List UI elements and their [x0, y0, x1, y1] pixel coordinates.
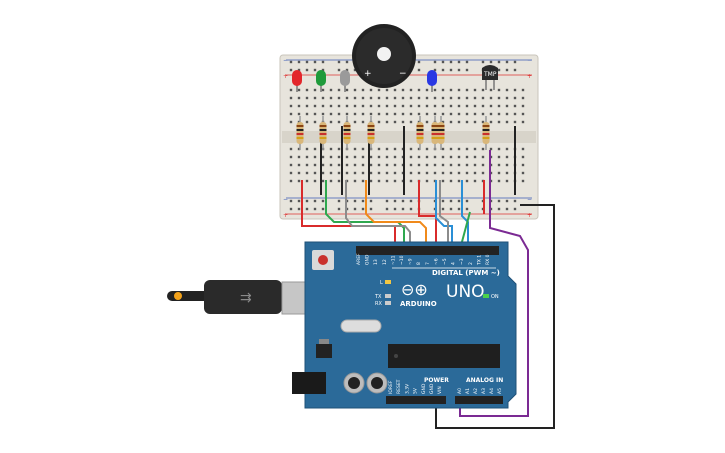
power-jack[interactable]	[292, 372, 326, 394]
usb-cable: ⇉	[167, 280, 323, 315]
analog-pin-label: A0	[457, 388, 463, 394]
arduino-model: UNO	[446, 282, 485, 302]
digital-pin-label: AREF	[356, 253, 362, 265]
l-label: L	[380, 280, 383, 286]
buzzer-plus-label: +	[364, 69, 372, 79]
power-pin-label: GND	[429, 383, 435, 394]
digital-pin-label: 8	[416, 262, 422, 265]
svg-text:+: +	[527, 73, 532, 80]
l-led	[385, 280, 391, 284]
power-header[interactable]	[386, 396, 446, 404]
digital-pin-label: ~11	[390, 255, 396, 265]
temperature-sensor[interactable]: TMP	[482, 65, 498, 90]
tmp-label: TMP	[483, 71, 497, 78]
power-pin-label: VIN	[437, 386, 443, 394]
digital-pin-label: ~5	[442, 258, 448, 265]
power-pin-label: 5V	[413, 387, 419, 394]
digital-pin-label: 13	[373, 259, 379, 265]
digital-pin-label: ~9	[408, 258, 414, 265]
svg-text:+: +	[527, 212, 532, 219]
atmega-chip	[388, 344, 500, 368]
resistor[interactable]	[437, 116, 445, 150]
piezo-buzzer[interactable]: + −	[352, 24, 416, 88]
resistor[interactable]	[319, 116, 327, 150]
buzzer-minus-label: −	[399, 69, 407, 79]
on-label: ON	[491, 294, 499, 300]
digital-pin-label: 2	[468, 262, 474, 265]
voltage-regulator	[316, 344, 332, 358]
resistors[interactable]	[296, 116, 490, 150]
analog-pin-label: A5	[497, 388, 503, 394]
crystal	[340, 319, 382, 333]
power-pin-label: GND	[421, 383, 427, 394]
digital-pin-label: ~6	[433, 258, 439, 265]
resistor[interactable]	[416, 116, 424, 150]
svg-text:+: +	[283, 73, 288, 80]
resistor[interactable]	[431, 116, 439, 150]
digital-header[interactable]	[356, 246, 499, 255]
tx-led	[385, 294, 391, 298]
resistor[interactable]	[296, 116, 304, 150]
resistor[interactable]	[367, 116, 375, 150]
svg-text:−: −	[527, 196, 532, 203]
svg-text:−: −	[283, 196, 288, 203]
rx-label: RX	[375, 301, 382, 307]
gray-led[interactable]	[340, 70, 350, 92]
tx-label: TX	[374, 294, 382, 300]
analog-header[interactable]	[455, 396, 503, 404]
red-led[interactable]	[292, 70, 302, 92]
digital-pin-label: GND	[365, 254, 371, 265]
analog-pin-label: A2	[473, 388, 479, 394]
digital-label: DIGITAL (PWM ~)	[432, 269, 500, 277]
analog-pin-label: A4	[489, 388, 495, 394]
svg-text:−: −	[283, 57, 288, 64]
blue-led[interactable]	[427, 70, 437, 92]
green-led[interactable]	[316, 70, 326, 92]
power-pin-label: 3.3V	[404, 383, 410, 394]
digital-pin-label: 12	[382, 259, 388, 265]
resistor[interactable]	[482, 116, 490, 150]
digital-pin-label: ~3	[459, 258, 465, 265]
analog-label: ANALOG IN	[466, 377, 503, 384]
analog-pin-label: A1	[465, 388, 471, 394]
rx-led	[385, 301, 391, 305]
power-pin-label: RESET	[396, 379, 402, 394]
power-pin-label: IOREF	[388, 380, 394, 394]
digital-pin-label: TX 1	[476, 255, 482, 266]
analog-pin-label: A3	[481, 388, 487, 394]
power-label: POWER	[424, 377, 449, 384]
arduino-logo-icon: ⊖⊕	[401, 280, 428, 299]
on-led	[483, 294, 489, 298]
svg-text:+: +	[283, 212, 288, 219]
svg-text:−: −	[527, 57, 532, 64]
resistor[interactable]	[343, 116, 351, 150]
digital-pin-label: RX 0	[485, 254, 491, 265]
digital-pin-label: ~10	[399, 255, 405, 265]
digital-pin-label: 7	[425, 262, 431, 265]
digital-pin-label: 4	[451, 262, 457, 265]
arduino-brand: ARDUINO	[400, 300, 437, 308]
usb-icon: ⇉	[240, 290, 252, 306]
